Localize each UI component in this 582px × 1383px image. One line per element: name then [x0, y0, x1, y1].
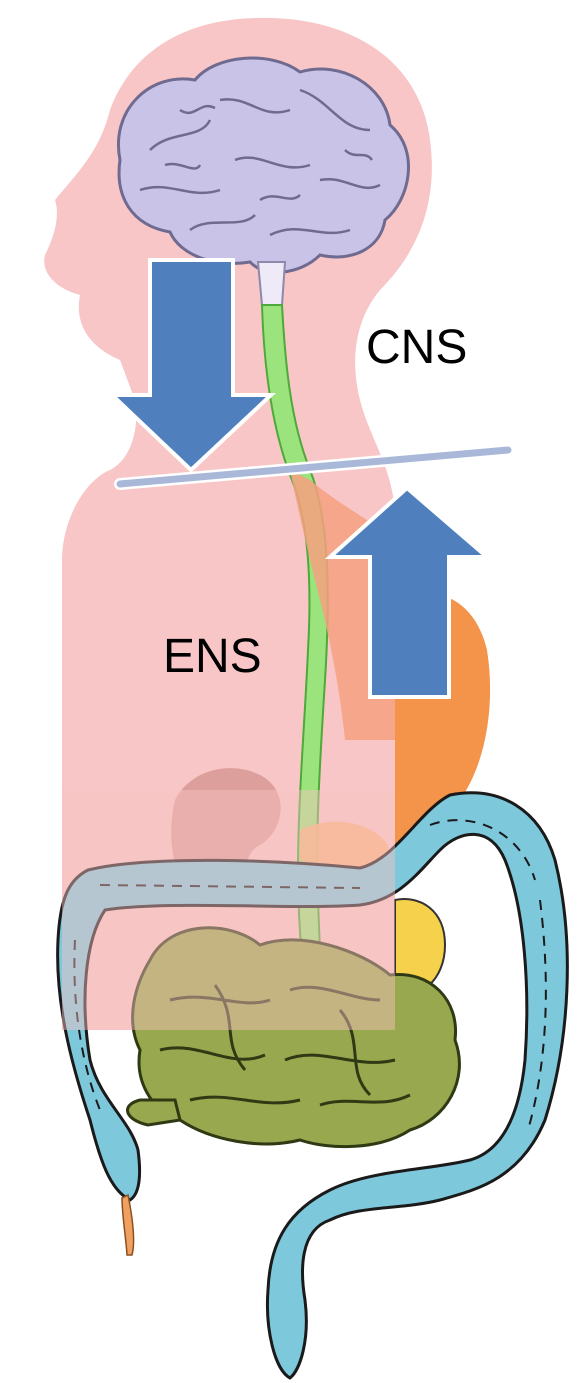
appendix [122, 1195, 134, 1255]
body-overlay [62, 790, 395, 1030]
ileum [128, 1100, 180, 1125]
ens-label: ENS [163, 630, 262, 683]
cns-label: CNS [366, 321, 467, 374]
